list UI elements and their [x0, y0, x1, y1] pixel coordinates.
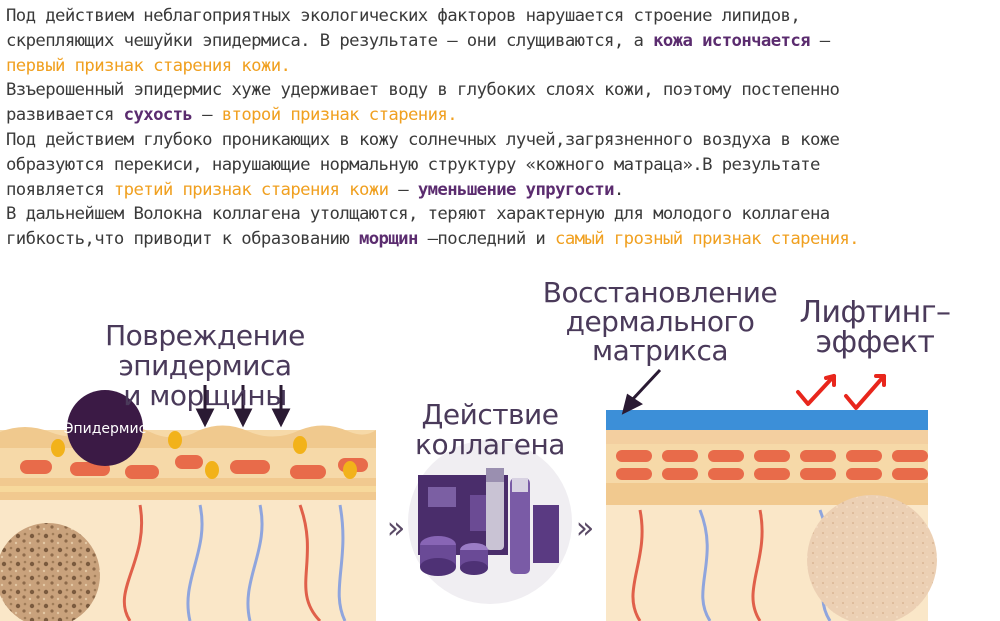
- text-segment: скрепляющих чешуйки эпидермиса. В резуль…: [6, 30, 654, 51]
- damaged-skin-closeup: [0, 523, 100, 621]
- description-text: Под действием неблагоприятных экологичес…: [6, 4, 991, 252]
- paragraph: Взъерошенный эпидермис хуже удерживает в…: [6, 78, 991, 128]
- epidermis-badge-label: Эпидермис: [64, 421, 147, 437]
- blood-vessels-left: [122, 504, 347, 621]
- restore-pointer-arrow: [621, 368, 662, 415]
- text-line: скрепляющих чешуйки эпидермиса. В резуль…: [6, 29, 991, 54]
- text-line: первый признак старения кожи.: [6, 54, 991, 79]
- text-line: развивается сухость – второй признак ста…: [6, 103, 991, 128]
- fat-cells-right: [616, 450, 928, 480]
- restore-label: Восстановление дермального матрикса: [542, 276, 778, 367]
- text-segment: –последний и: [417, 229, 556, 250]
- text-line: Под действием неблагоприятных экологичес…: [6, 4, 991, 29]
- restored-epidermis: [606, 430, 928, 444]
- paragraph: В дальнейшем Волокна коллагена утолщаютс…: [6, 202, 991, 252]
- text-segment: –: [809, 30, 830, 51]
- dermis-dots-left: [0, 486, 376, 492]
- highlight-term: сухость: [123, 105, 193, 126]
- text-segment: Взъерошенный эпидермис хуже удерживает в…: [6, 80, 840, 101]
- highlight-term: уменьшение упругости: [417, 179, 615, 200]
- highlight-term: кожа истончается: [653, 30, 810, 51]
- product-bottles: [418, 468, 559, 576]
- text-segment: образуются перекиси, нарушающие нормальн…: [6, 154, 820, 175]
- aging-sign-text: самый грозный признак старения.: [555, 229, 860, 250]
- paragraph: Под действием глубоко проникающих в кожу…: [6, 128, 991, 202]
- text-segment: –: [192, 105, 222, 126]
- text-line: Взъерошенный эпидермис хуже удерживает в…: [6, 78, 991, 103]
- text-segment: развивается: [6, 105, 124, 126]
- text-segment: –: [388, 179, 418, 200]
- text-line: появляется третий признак старения кожи …: [6, 178, 991, 203]
- pointer-arrows: [195, 385, 291, 428]
- flow-arrow-1: »: [387, 511, 405, 546]
- healthy-skin-closeup: [807, 495, 937, 621]
- text-line: образуются перекиси, нарушающие нормальн…: [6, 153, 991, 178]
- text-segment: Под действием неблагоприятных экологичес…: [6, 6, 801, 26]
- dermis-band-right: [606, 483, 928, 505]
- aging-sign-text: первый признак старения кожи.: [6, 55, 291, 76]
- text-line: гибкость,что приводит к образованию морщ…: [6, 227, 991, 252]
- text-segment: В дальнейшем Волокна коллагена утолщаютс…: [6, 204, 830, 225]
- aging-sign-text: третий признак старения кожи: [113, 179, 389, 200]
- collagen-label: Действие коллагена: [415, 398, 565, 461]
- text-segment: .: [613, 179, 624, 200]
- paragraph: Под действием неблагоприятных экологичес…: [6, 4, 991, 78]
- flow-arrow-2: »: [576, 511, 594, 546]
- lifting-label: Лифтинг– эффект: [799, 295, 951, 360]
- damage-label: Повреждение эпидермиса и морщины: [105, 319, 305, 412]
- aging-sign-text: второй признак старения.: [221, 105, 458, 126]
- text-line: Под действием глубоко проникающих в кожу…: [6, 128, 991, 153]
- text-segment: Под действием глубоко проникающих в кожу…: [6, 129, 840, 150]
- lifting-check-icons: [796, 374, 886, 410]
- text-segment: гибкость,что приводит к образованию: [6, 229, 359, 250]
- restored-blue-layer: [606, 410, 928, 432]
- text-segment: появляется: [6, 179, 114, 200]
- text-line: В дальнейшем Волокна коллагена утолщаютс…: [6, 202, 991, 227]
- epidermis-badge: [67, 390, 143, 466]
- highlight-term: морщин: [358, 229, 418, 250]
